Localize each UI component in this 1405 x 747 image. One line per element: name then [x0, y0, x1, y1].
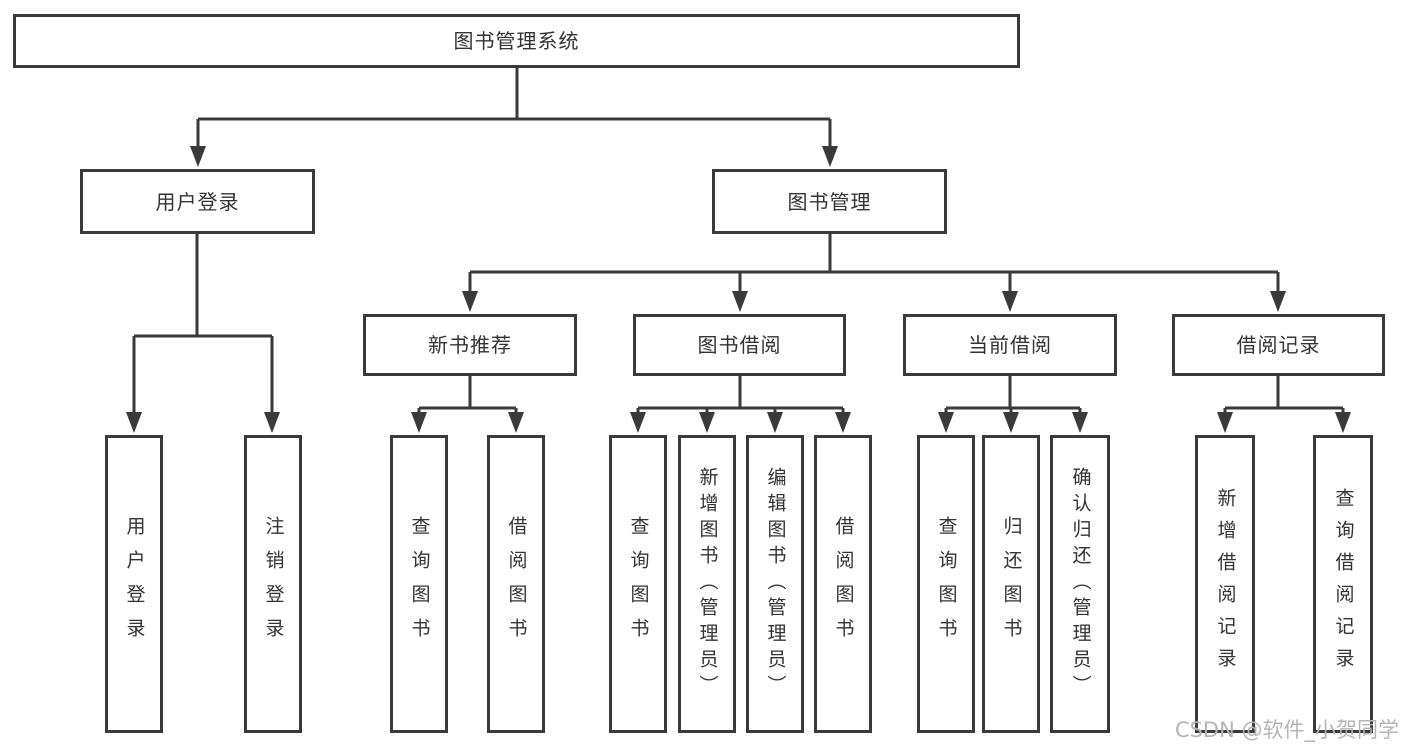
- node-label: 确认归还（管理员）: [1069, 467, 1092, 701]
- leaf-newbook-borrow-books: 借阅图书: [487, 435, 545, 733]
- node-user-login: 用户登录: [80, 169, 315, 234]
- leaf-current-query-books: 查询图书: [917, 435, 975, 733]
- leaf-newbook-query-books: 查询图书: [390, 435, 448, 733]
- leaf-borrowing-edit-book-admin: 编辑图书（管理员）: [746, 435, 804, 733]
- leaf-current-confirm-return-admin: 确认归还（管理员）: [1050, 435, 1110, 733]
- csdn-watermark: CSDN @软件_小贺同学: [1174, 718, 1399, 742]
- node-borrowing-records: 借阅记录: [1172, 314, 1385, 376]
- node-label: 注销登录: [262, 516, 285, 652]
- node-label: 用户登录: [123, 516, 146, 652]
- node-book-management: 图书管理: [712, 169, 947, 234]
- leaf-borrowing-query-books: 查询图书: [609, 435, 667, 733]
- node-label: 查询图书: [627, 516, 650, 652]
- node-label: 新增借阅记录: [1214, 488, 1237, 680]
- node-label: 归还图书: [1000, 516, 1023, 652]
- leaf-user-login: 用户登录: [105, 435, 163, 733]
- leaf-records-query-borrow-record: 查询借阅记录: [1313, 435, 1373, 733]
- node-label: 当前借阅: [968, 333, 1052, 357]
- node-label: 借阅图书: [832, 516, 855, 652]
- leaf-borrowing-borrow-books: 借阅图书: [814, 435, 872, 733]
- tree-edges: [132, 68, 1345, 414]
- node-label: 用户登录: [155, 189, 240, 214]
- node-label: 借阅记录: [1236, 333, 1321, 357]
- node-label: 图书管理系统: [453, 29, 580, 53]
- node-new-book-recommendation: 新书推荐: [363, 314, 577, 376]
- node-book-management-system: 图书管理系统: [13, 14, 1020, 68]
- node-label: 新增图书（管理员）: [696, 467, 719, 701]
- leaf-records-add-borrow-record: 新增借阅记录: [1195, 435, 1255, 733]
- node-label: 查询图书: [408, 516, 431, 652]
- node-label: 图书借阅: [697, 333, 782, 357]
- node-label: 查询图书: [935, 516, 958, 652]
- leaf-borrowing-add-book-admin: 新增图书（管理员）: [678, 435, 736, 733]
- node-label: 查询借阅记录: [1332, 488, 1355, 680]
- leaf-current-return-books: 归还图书: [982, 435, 1040, 733]
- node-current-borrowing: 当前借阅: [903, 314, 1117, 376]
- leaf-logout: 注销登录: [244, 435, 302, 733]
- node-label: 编辑图书（管理员）: [764, 467, 787, 701]
- node-label: 新书推荐: [428, 333, 512, 357]
- node-label: 借阅图书: [505, 516, 528, 652]
- node-book-borrowing: 图书借阅: [633, 314, 846, 376]
- node-label: 图书管理: [787, 189, 872, 214]
